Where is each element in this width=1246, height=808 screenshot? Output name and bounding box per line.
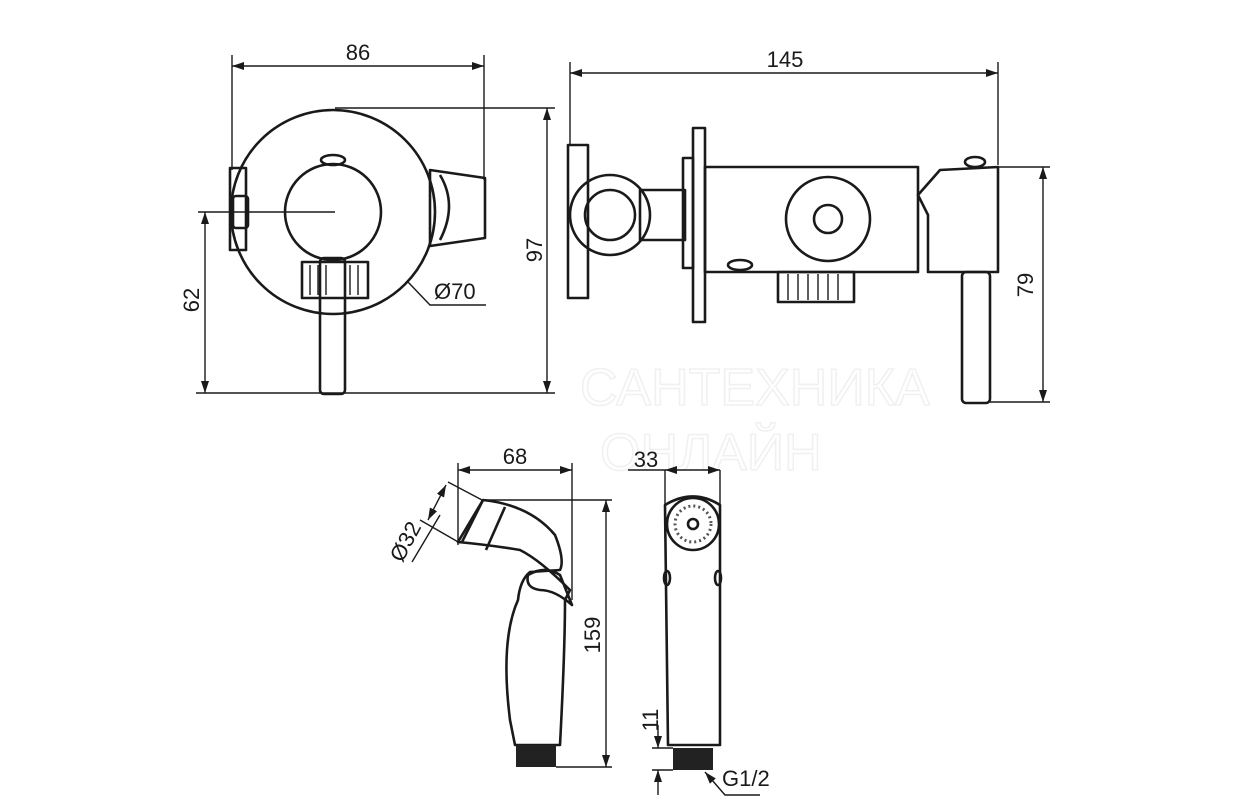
dim-d70: Ø70 <box>434 279 476 304</box>
watermark: САНТЕХНИКА ОНЛАЙН <box>579 358 930 483</box>
dim-g12: G1/2 <box>722 766 770 791</box>
side-dimensions: 145 79 <box>569 47 1050 403</box>
front-dimensions: 86 97 62 Ø70 <box>179 40 555 394</box>
mixer-side-view <box>566 126 1000 405</box>
dim-79: 79 <box>1013 273 1038 297</box>
dim-97: 97 <box>522 238 547 262</box>
dim-145: 145 <box>767 47 804 72</box>
dim-62: 62 <box>179 288 204 312</box>
shower-head-front-view <box>662 495 723 770</box>
shower-front-dimensions: 33 11 G1/2 <box>628 447 770 796</box>
shower-head-side-view <box>456 498 574 767</box>
shower-side-dimensions: 68 159 Ø32 <box>385 444 612 768</box>
dim-11: 11 <box>638 709 663 732</box>
dim-33: 33 <box>634 447 658 472</box>
dim-d32: Ø32 <box>385 517 427 565</box>
mixer-front-view <box>198 108 487 396</box>
dim-68: 68 <box>503 444 527 469</box>
dim-86: 86 <box>346 40 370 65</box>
svg-text:САНТЕХНИКА: САНТЕХНИКА <box>580 359 930 417</box>
dim-159: 159 <box>580 617 605 654</box>
